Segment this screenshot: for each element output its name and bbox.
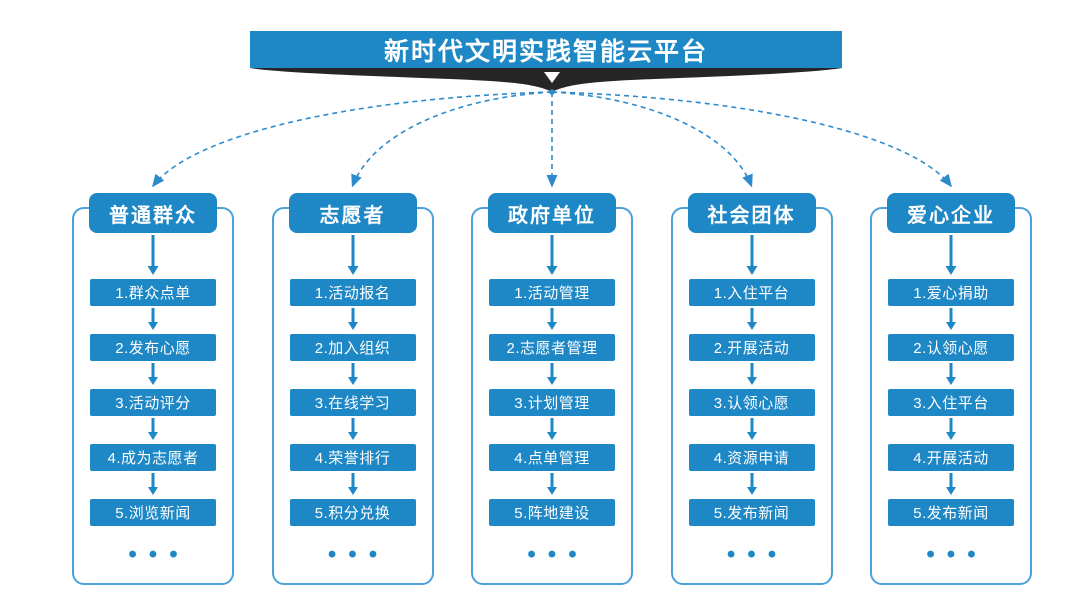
role-header-general-public: 普通群众 xyxy=(89,193,217,233)
role-header-government-units: 政府单位 xyxy=(488,193,616,233)
dashed-connector-volunteers xyxy=(351,91,553,188)
role-column-social-organizations: 社会团体 1.入住平台 2.开展活动 3.认领心愿 4.资源申请 5.发布新闻 … xyxy=(670,193,833,585)
step-item: 5.发布新闻 xyxy=(888,499,1014,526)
down-arrow-icon xyxy=(347,235,358,275)
step-list: 1.活动管理 2.志愿者管理 3.计划管理 4.点单管理 5.阵地建设 xyxy=(489,279,615,526)
step-item: 5.积分兑换 xyxy=(289,499,416,526)
step-list: 1.群众点单 2.发布心愿 3.活动评分 4.成为志愿者 5.浏览新闻 xyxy=(90,279,216,526)
dashed-connector-general-public xyxy=(152,91,553,188)
down-arrow-icon xyxy=(946,473,956,495)
banner-tail-path xyxy=(250,68,842,92)
down-arrow-icon xyxy=(746,473,757,495)
down-arrow-icon xyxy=(547,363,557,385)
step-item: 3.认领心愿 xyxy=(688,389,815,416)
down-arrow-icon xyxy=(547,308,557,330)
ellipsis: ••• xyxy=(926,541,988,568)
step-item: 3.在线学习 xyxy=(289,389,416,416)
step-item: 3.活动评分 xyxy=(90,389,216,416)
step-item: 1.入住平台 xyxy=(688,279,815,306)
down-arrow-icon xyxy=(547,418,557,440)
down-arrow-icon xyxy=(945,235,957,275)
down-arrow-icon xyxy=(547,473,557,495)
ellipsis: ••• xyxy=(128,541,190,568)
step-item: 2.开展活动 xyxy=(688,334,815,361)
step-item: 5.发布新闻 xyxy=(688,499,815,526)
step-item: 2.发布心愿 xyxy=(90,334,216,361)
ellipsis: ••• xyxy=(726,541,789,568)
down-arrow-icon xyxy=(148,363,158,385)
down-arrow-icon xyxy=(147,235,159,275)
role-column-government-units: 政府单位 1.活动管理 2.志愿者管理 3.计划管理 4.点单管理 5.阵地建设… xyxy=(471,193,633,585)
step-item: 1.活动报名 xyxy=(289,279,416,306)
step-item: 4.资源申请 xyxy=(688,444,815,471)
role-column-volunteers: 志愿者 1.活动报名 2.加入组织 3.在线学习 4.荣誉排行 5.积分兑换 •… xyxy=(271,193,434,585)
step-item: 4.点单管理 xyxy=(489,444,615,471)
down-arrow-icon xyxy=(746,418,757,440)
down-arrow-icon xyxy=(746,235,757,275)
down-arrow-icon xyxy=(148,473,158,495)
banner-tail-shape xyxy=(250,68,842,92)
step-item: 5.阵地建设 xyxy=(489,499,615,526)
step-item: 4.成为志愿者 xyxy=(90,444,216,471)
step-item: 4.开展活动 xyxy=(888,444,1014,471)
step-list: 1.入住平台 2.开展活动 3.认领心愿 4.资源申请 5.发布新闻 xyxy=(688,279,815,526)
platform-title-banner: 新时代文明实践智能云平台 xyxy=(250,31,842,68)
down-arrow-icon xyxy=(148,418,158,440)
step-item: 4.荣誉排行 xyxy=(289,444,416,471)
step-item: 3.入住平台 xyxy=(888,389,1014,416)
down-arrow-icon xyxy=(546,235,558,275)
down-arrow-icon xyxy=(148,308,158,330)
step-item: 1.爱心捐助 xyxy=(888,279,1014,306)
step-item: 1.活动管理 xyxy=(489,279,615,306)
step-list: 1.活动报名 2.加入组织 3.在线学习 4.荣誉排行 5.积分兑换 xyxy=(289,279,416,526)
down-arrow-icon xyxy=(347,308,358,330)
role-header-social-organizations: 社会团体 xyxy=(687,193,816,233)
down-arrow-icon xyxy=(746,308,757,330)
role-column-caring-enterprises: 爱心企业 1.爱心捐助 2.认领心愿 3.入住平台 4.开展活动 5.发布新闻 … xyxy=(870,193,1032,585)
down-arrow-icon xyxy=(347,418,358,440)
role-column-general-public: 普通群众 1.群众点单 2.发布心愿 3.活动评分 4.成为志愿者 5.浏览新闻… xyxy=(72,193,234,585)
step-item: 1.群众点单 xyxy=(90,279,216,306)
step-item: 2.加入组织 xyxy=(289,334,416,361)
platform-title: 新时代文明实践智能云平台 xyxy=(383,37,708,66)
dashed-connector-caring-enterprises xyxy=(551,91,952,188)
ellipsis: ••• xyxy=(327,541,390,568)
dashed-connector-social-organizations xyxy=(551,91,753,188)
down-arrow-icon xyxy=(746,363,757,385)
role-header-volunteers: 志愿者 xyxy=(288,193,417,233)
ellipsis: ••• xyxy=(527,541,589,568)
down-arrow-icon xyxy=(946,363,956,385)
step-item: 2.认领心愿 xyxy=(888,334,1014,361)
step-list: 1.爱心捐助 2.认领心愿 3.入住平台 4.开展活动 5.发布新闻 xyxy=(888,279,1014,526)
role-header-caring-enterprises: 爱心企业 xyxy=(887,193,1015,233)
down-arrow-icon xyxy=(946,418,956,440)
step-item: 3.计划管理 xyxy=(489,389,615,416)
down-arrow-icon xyxy=(347,473,358,495)
down-arrow-icon xyxy=(544,72,560,83)
down-arrow-icon xyxy=(347,363,358,385)
step-item: 5.浏览新闻 xyxy=(90,499,216,526)
step-item: 2.志愿者管理 xyxy=(489,334,615,361)
down-arrow-icon xyxy=(946,308,956,330)
